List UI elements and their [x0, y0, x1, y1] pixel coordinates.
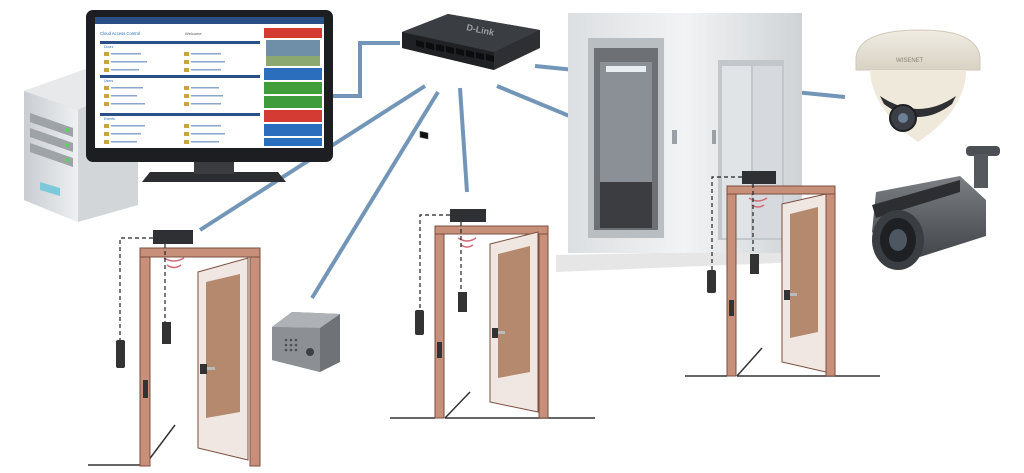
door-3-handle — [784, 290, 790, 300]
door-1-lock — [162, 322, 171, 344]
door-2-frame-left — [434, 225, 445, 419]
intercom-speaker-grille — [284, 338, 298, 352]
door-1-reader — [153, 230, 193, 244]
door-2-reader — [450, 209, 486, 222]
switch-port-row — [416, 40, 494, 62]
door-2-frame-right — [538, 229, 549, 419]
door-1-frame-left — [139, 247, 151, 467]
door-3-frame-right — [825, 189, 836, 377]
screen-section-2: Users — [104, 79, 113, 83]
screen-section-3: Events — [104, 117, 115, 121]
elevator-call-panel-1 — [672, 130, 677, 144]
door-2-exit-reader — [415, 310, 424, 335]
screen-app-title: Cloud Access Control — [100, 31, 140, 36]
bullet-camera — [872, 146, 1000, 270]
door-2 — [390, 209, 595, 419]
server-led-1 — [65, 128, 69, 132]
door-3-strike — [729, 300, 734, 316]
server-led-2 — [65, 143, 69, 147]
door-1-exit-reader — [116, 340, 125, 368]
door-2-lock — [458, 292, 467, 312]
screen-header-right: Welcome — [185, 31, 202, 36]
door-1 — [88, 230, 261, 467]
network-switch: D-Link — [402, 14, 540, 140]
door-3-lock — [750, 254, 759, 274]
switch-ports — [419, 130, 429, 140]
door-2-strike — [437, 342, 442, 358]
door-3-reader — [742, 171, 776, 184]
monitor: Cloud Access Control Welcome Doors Users… — [86, 10, 333, 182]
screen-list-rows — [104, 52, 225, 144]
line-switch-to-reader-2 — [458, 87, 469, 193]
door-2-frame-top — [434, 225, 549, 235]
line-switch-to-monitor — [333, 41, 400, 98]
door-2-handle — [492, 328, 498, 338]
elevator-floor — [556, 250, 802, 272]
dome-camera-brand: WISENET — [896, 58, 924, 64]
screen-topbar — [95, 17, 324, 24]
dome-camera: WISENET — [855, 29, 981, 142]
door-1-frame-right — [249, 251, 261, 467]
server-led-3 — [65, 158, 69, 162]
monitor-stand-base — [142, 172, 286, 182]
elevator-call-panel-2 — [712, 130, 716, 144]
screen-sidebar — [264, 28, 322, 146]
door-3-frame-left — [726, 185, 737, 377]
screen-section-1: Doors — [104, 45, 114, 49]
door-3-frame-top — [726, 185, 836, 195]
door-1-handle — [200, 364, 207, 374]
elevator-door-right-panel — [753, 66, 782, 238]
door-1-strike — [143, 380, 148, 398]
door-3-exit-reader — [707, 270, 716, 293]
intercom-button — [306, 348, 314, 356]
door-3 — [685, 171, 880, 377]
elevator — [556, 13, 802, 272]
line-switch-to-intercom — [310, 90, 440, 300]
intercom-box — [272, 312, 340, 372]
door-1-frame-top — [139, 247, 261, 258]
